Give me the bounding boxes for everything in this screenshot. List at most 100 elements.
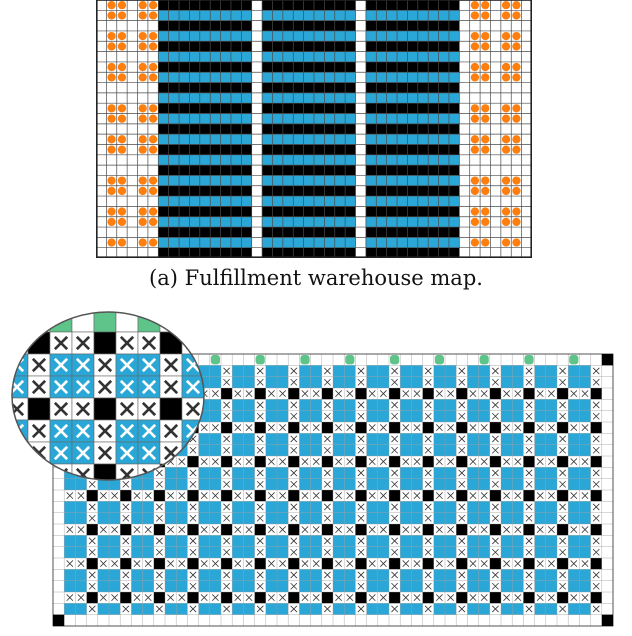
shelf-row xyxy=(262,114,355,124)
shelf-cell xyxy=(210,569,221,580)
station-dot xyxy=(481,32,489,40)
station-dot xyxy=(149,63,157,71)
station-dot xyxy=(107,115,115,123)
black-cell xyxy=(255,558,266,569)
shelf-cell xyxy=(434,365,445,376)
station-dot xyxy=(107,218,115,226)
shelf-cell xyxy=(277,479,288,490)
shelf-cell xyxy=(344,411,355,422)
station-dot xyxy=(471,73,479,81)
station-dot xyxy=(502,218,510,226)
black-cell xyxy=(557,422,568,433)
shelf-cell xyxy=(411,535,422,546)
station-dot xyxy=(502,115,510,123)
black-cell xyxy=(355,422,366,433)
shelf-cell xyxy=(535,433,546,444)
station-dot xyxy=(481,73,489,81)
shelf-cell xyxy=(512,603,523,614)
shelf-cell xyxy=(277,547,288,558)
x-cross-icon xyxy=(187,337,199,349)
black-cell xyxy=(187,456,198,467)
aisle-strip xyxy=(366,62,459,72)
shelf-cell xyxy=(400,467,411,478)
shelf-cell xyxy=(232,399,243,410)
shelf-cell xyxy=(109,569,120,580)
shelf-cell xyxy=(479,513,490,524)
shelf-cell xyxy=(579,547,590,558)
aisle-strip xyxy=(366,21,459,31)
station-dot xyxy=(149,135,157,143)
station-dot xyxy=(502,187,510,195)
black-cell xyxy=(456,524,467,535)
black-cell xyxy=(87,524,98,535)
shelf-cell xyxy=(299,365,310,376)
station-dot xyxy=(502,73,510,81)
black-cell xyxy=(255,592,266,603)
shelf-cell xyxy=(579,411,590,422)
black-cell xyxy=(423,592,434,603)
shelf-cell xyxy=(176,535,187,546)
shelf-cell xyxy=(411,547,422,558)
shelf-cell xyxy=(367,501,378,512)
shelf-cell xyxy=(75,501,86,512)
shelf-row xyxy=(366,93,459,103)
shelf-cell xyxy=(299,535,310,546)
shelf-cell xyxy=(378,603,389,614)
shelf-cell xyxy=(243,569,254,580)
shelf-cell xyxy=(467,445,478,456)
shelf-row xyxy=(262,196,355,206)
shelf-cell xyxy=(277,365,288,376)
shelf-cell xyxy=(299,467,310,478)
shelf-cell xyxy=(501,479,512,490)
shelf-cell xyxy=(131,581,142,592)
black-cell xyxy=(288,490,299,501)
black-cell xyxy=(187,524,198,535)
aisle-strip xyxy=(366,165,459,175)
green-hex-icon xyxy=(569,355,578,364)
black-cell xyxy=(154,524,165,535)
aisle-strip xyxy=(158,206,251,216)
shelf-row xyxy=(366,31,459,41)
station-dot xyxy=(149,176,157,184)
station-dot xyxy=(502,176,510,184)
shelf-cell xyxy=(232,513,243,524)
shelf-cell xyxy=(535,547,546,558)
shelf-cell xyxy=(378,581,389,592)
shelf-cell xyxy=(75,569,86,580)
black-cell xyxy=(456,388,467,399)
aisle-strip xyxy=(366,206,459,216)
green-hex-icon xyxy=(480,355,489,364)
shelf-cell xyxy=(266,547,277,558)
aisle-strip xyxy=(262,41,355,51)
shelf-cell xyxy=(467,467,478,478)
green-hex-icon xyxy=(256,355,265,364)
shelf-cell xyxy=(535,603,546,614)
shelf-cell xyxy=(579,445,590,456)
station-dot xyxy=(471,135,479,143)
shelf-cell xyxy=(411,399,422,410)
station-dot xyxy=(149,42,157,50)
black-cell xyxy=(423,422,434,433)
shelf-cell xyxy=(64,603,75,614)
shelf-row xyxy=(262,217,355,227)
shelf-cell xyxy=(143,501,154,512)
shelf-cell xyxy=(333,501,344,512)
station-dot xyxy=(481,1,489,9)
station-dot xyxy=(512,238,520,246)
black-cell xyxy=(423,456,434,467)
shelf-cell xyxy=(266,603,277,614)
shelf-cell xyxy=(199,501,210,512)
x-cross-icon xyxy=(209,337,221,349)
shelf-cell xyxy=(243,377,254,388)
station-dot xyxy=(481,187,489,195)
shelf-cell xyxy=(479,399,490,410)
station-dot xyxy=(512,104,520,112)
shelf-cell xyxy=(546,581,557,592)
shelf-cell xyxy=(535,411,546,422)
shelf-cell xyxy=(165,479,176,490)
station-dot xyxy=(149,218,157,226)
shelf-cell xyxy=(501,411,512,422)
shelf-cell xyxy=(199,581,210,592)
shelf-cell xyxy=(210,501,221,512)
shelf-cell xyxy=(143,513,154,524)
